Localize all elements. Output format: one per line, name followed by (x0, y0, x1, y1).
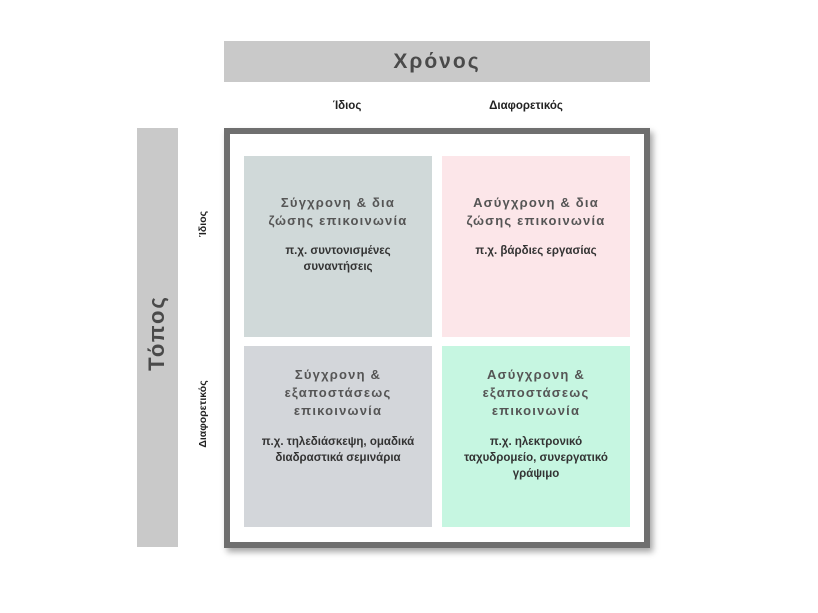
quadrant-asynchronous-remote: Ασύγχρονη & εξαποστάσεως επικοινωνία π.χ… (442, 346, 630, 527)
time-axis-title: Χρόνος (393, 49, 481, 73)
place-axis-header (137, 128, 178, 547)
quadrant-title: Σύγχρονη & δια ζώσης επικοινωνία (268, 195, 408, 229)
quadrant-example: π.χ. τηλεδιάσκεψη, ομαδικά διαδραστικά σ… (261, 435, 415, 464)
quadrant-title: Σύγχρονη & εξαποστάσεως επικοινωνία (284, 367, 392, 419)
place-axis-title: Τόπος (144, 295, 169, 371)
quadrant-asynchronous-same-place: Ασύγχρονη & δια ζώσης επικοινωνία π.χ. β… (442, 156, 630, 337)
quadrant-synchronous-same-place: Σύγχρονη & δια ζώσης επικοινωνία π.χ. συ… (244, 156, 432, 337)
quadrant-example: π.χ. ηλεκτρονικό ταχυδρομείο, συνεργατικ… (464, 435, 608, 480)
quadrant-title: Ασύγχρονη & εξαποστάσεως επικοινωνία (482, 367, 590, 419)
time-axis-header: Χρόνος (224, 41, 650, 82)
quadrant-synchronous-remote: Σύγχρονη & εξαποστάσεως επικοινωνία π.χ.… (244, 346, 432, 527)
quadrant-title: Ασύγχρονη & δια ζώσης επικοινωνία (466, 195, 606, 229)
column-label-same: Ίδιος (332, 100, 362, 112)
row-label-different: Διαφορετικός (197, 380, 209, 448)
quadrant-example: π.χ. συντονισμένες συναντήσεις (285, 245, 391, 274)
column-label-different: Διαφορετικός (489, 100, 563, 112)
row-label-same: Ίδιος (197, 210, 209, 238)
quadrant-example: π.χ. βάρδιες εργασίας (475, 245, 597, 258)
